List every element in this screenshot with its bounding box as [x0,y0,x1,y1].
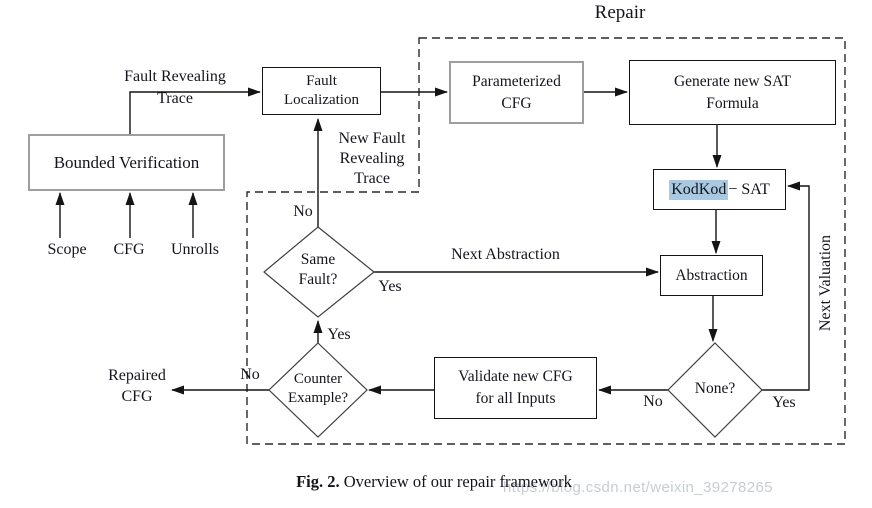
validate-cfg-box: Validate new CFG for all Inputs [434,357,597,419]
arrow-nextvaluation-feedback [762,181,810,391]
cfg-label: CFG [113,241,145,258]
abstraction-box: Abstraction [660,255,763,296]
none-diamond [667,342,763,438]
next-abstraction-label: Next Abstraction [451,246,560,263]
yes-same-fault-label: Yes [378,278,402,295]
figure-caption-number: Fig. 2. [296,472,340,491]
no-counter-label: No [240,366,260,383]
kodkod-highlighted-text: KodKod [669,179,729,200]
figure-caption: Fig. 2. Overview of our repair framework [134,472,734,492]
fault-revealing-trace-label: Fault Revealing Trace [124,68,226,107]
unrolls-label: Unrolls [171,241,219,258]
new-fault-revealing-trace-label: New Fault Revealing Trace [338,130,406,187]
bounded-verification-box: Bounded Verification [28,134,225,191]
arrow-bv-to-faultloc [129,87,261,134]
kodkod-sat-suffix: − SAT [728,180,770,198]
figure-caption-text: Overview of our repair framework [343,472,572,491]
repair-dashed-boundary [246,37,846,445]
csdn-watermark: https://blog.csdn.net/weixin_39278265 [503,479,773,496]
same-fault-diamond [263,226,375,318]
counter-example-diamond [268,342,368,438]
fault-localization-box: Fault Localization [262,67,381,115]
generate-sat-formula-box: Generate new SAT Formula [629,60,836,125]
next-valuation-label: Next Valuation [817,234,834,332]
repair-region-title: Repair [594,2,646,23]
same-fault-label: Same Fault? [298,251,338,288]
no-same-fault-label: No [293,203,313,220]
yes-counter-label: Yes [327,326,351,343]
parameterized-cfg-box: Parameterized CFG [449,61,584,124]
scope-label: Scope [47,241,87,258]
counter-example-label: Counter Example? [288,371,348,406]
yes-none-label: Yes [772,394,796,411]
none-label: None? [694,380,736,397]
no-none-label: No [643,393,663,410]
repaired-cfg-label: Repaired CFG [108,367,166,405]
kodkod-sat-box: KodKod − SAT [653,169,786,210]
